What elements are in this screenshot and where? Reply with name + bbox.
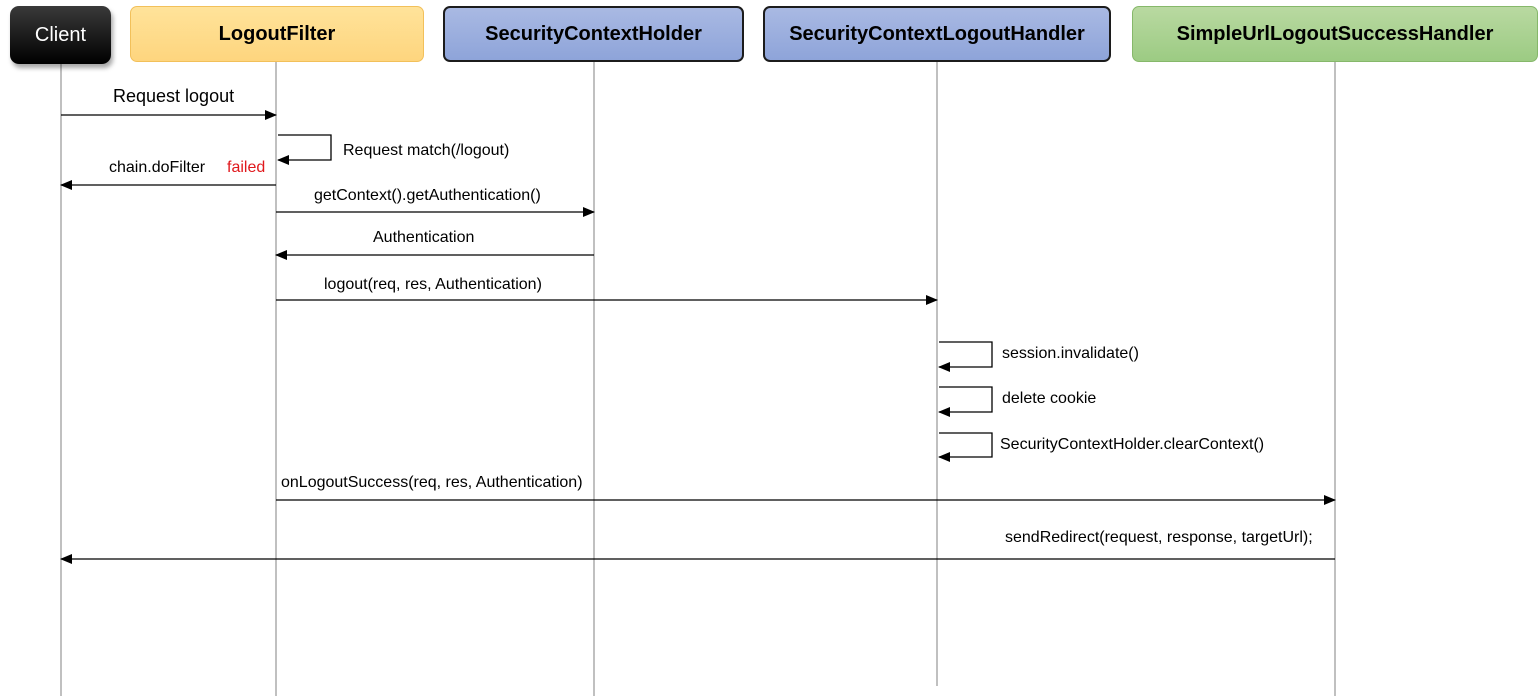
label-session-invalidate: session.invalidate() — [1002, 345, 1139, 362]
label-clear-context: SecurityContextHolder.clearContext() — [1000, 436, 1265, 453]
participant-security-context-logout-handler: SecurityContextLogoutHandler — [763, 6, 1111, 62]
label-authentication: Authentication — [373, 229, 475, 246]
participant-simple-url-logout-success-handler: SimpleUrlLogoutSuccessHandler — [1132, 6, 1538, 62]
arrow-clear-context — [938, 432, 993, 462]
label-request-logout: Request logout — [113, 86, 235, 106]
label-get-authentication: getContext().getAuthentication() — [314, 187, 541, 204]
label-send-redirect: sendRedirect(request, response, targetUr… — [1005, 529, 1313, 546]
label-failed: failed — [227, 159, 266, 176]
label-delete-cookie: delete cookie — [1002, 390, 1097, 407]
arrow-session-invalidate — [938, 341, 993, 372]
label-logout-call: logout(req, res, Authentication) — [324, 276, 542, 293]
participant-security-context-holder: SecurityContextHolder — [443, 6, 744, 62]
label-on-logout-success: onLogoutSuccess(req, res, Authentication… — [281, 474, 583, 491]
label-chain-do-filter: chain.doFilter — [109, 159, 206, 176]
participant-client: Client — [10, 6, 111, 64]
participant-logout-filter: LogoutFilter — [130, 6, 424, 62]
arrow-request-match — [277, 134, 332, 165]
arrow-delete-cookie — [938, 386, 993, 417]
label-request-match: Request match(/logout) — [343, 142, 510, 159]
